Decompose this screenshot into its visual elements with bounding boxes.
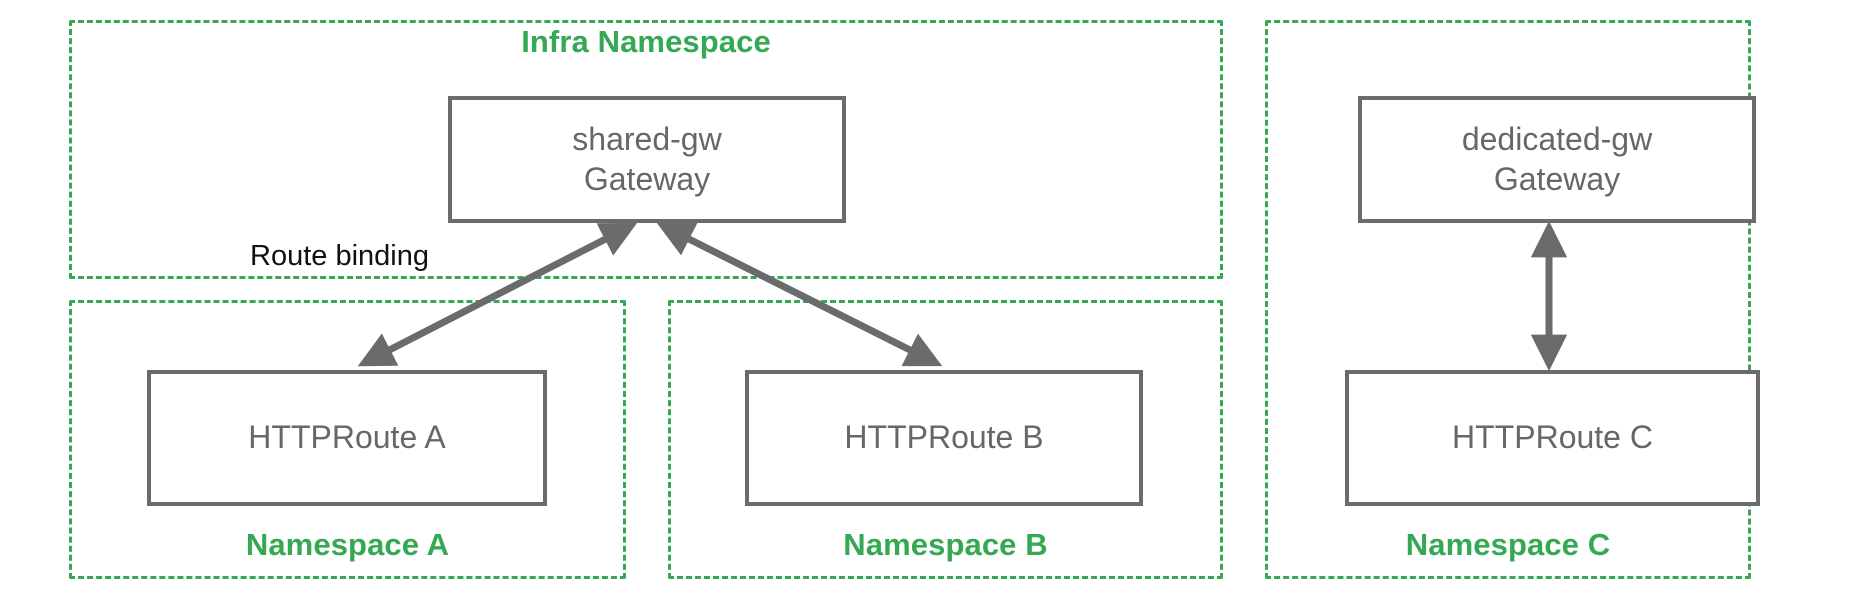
node-httproute-b-label: HTTPRoute B: [844, 419, 1044, 456]
namespace-label-infra: Infra Namespace: [521, 24, 771, 59]
namespace-container-infra: [69, 20, 1223, 279]
node-httproute-c-label: HTTPRoute C: [1452, 419, 1653, 456]
node-shared-gw-gateway-label: shared-gw Gateway: [572, 121, 722, 197]
node-dedicated-gw-gateway[interactable]: dedicated-gw Gateway: [1358, 96, 1756, 223]
namespace-container-c: [1265, 20, 1751, 579]
node-httproute-a[interactable]: HTTPRoute A: [147, 370, 547, 506]
edge-label-route-binding: Route binding: [250, 240, 429, 272]
namespace-container-a: [69, 300, 626, 579]
namespace-label-b: Namespace B: [843, 527, 1048, 562]
node-httproute-b[interactable]: HTTPRoute B: [745, 370, 1143, 506]
node-httproute-a-label: HTTPRoute A: [248, 419, 446, 456]
namespace-container-b: [668, 300, 1223, 579]
namespace-label-a: Namespace A: [245, 527, 450, 562]
node-httproute-c[interactable]: HTTPRoute C: [1345, 370, 1760, 506]
namespace-label-c: Namespace C: [1405, 527, 1611, 562]
node-dedicated-gw-gateway-label: dedicated-gw Gateway: [1461, 121, 1653, 197]
node-shared-gw-gateway[interactable]: shared-gw Gateway: [448, 96, 846, 223]
